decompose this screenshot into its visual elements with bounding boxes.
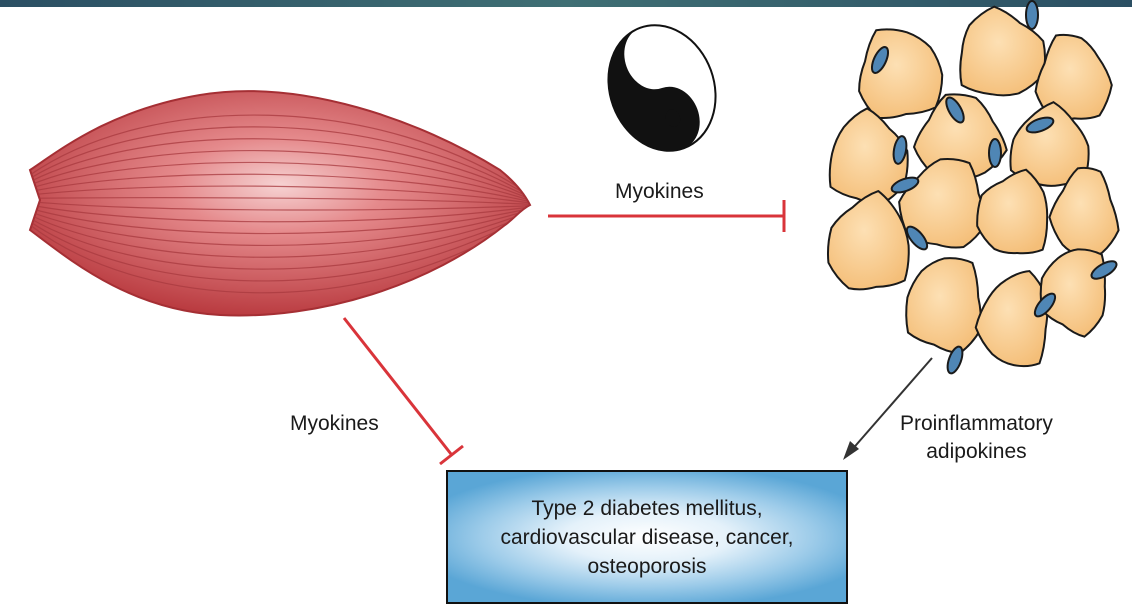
label-proinflammatory-line2: adipokines	[900, 438, 1053, 466]
label-myokines-top: Myokines	[615, 178, 704, 206]
disease-outcome-box: Type 2 diabetes mellitus, cardiovascular…	[446, 470, 848, 604]
inhibition-arrow-left	[344, 318, 463, 464]
adipocyte-nucleus	[989, 139, 1001, 167]
disease-outcome-text: Type 2 diabetes mellitus, cardiovascular…	[501, 494, 794, 581]
label-proinflammatory-line1: Proinflammatory	[900, 410, 1053, 438]
adipocyte-nucleus	[1026, 1, 1038, 29]
yin-yang-icon	[591, 10, 733, 166]
outcome-line-3: osteoporosis	[501, 552, 794, 581]
adipocyte-cell	[906, 258, 981, 353]
adipose-tissue-icon	[828, 1, 1119, 375]
outcome-line-2: cardiovascular disease, cancer,	[501, 523, 794, 552]
label-proinflammatory-adipokines: Proinflammatory adipokines	[900, 410, 1053, 466]
adipocyte-cell	[859, 29, 942, 118]
adipocyte-cell	[977, 170, 1047, 254]
label-myokines-left: Myokines	[290, 410, 379, 438]
adipocyte-cell	[828, 191, 909, 289]
adipocyte-cell	[976, 271, 1048, 366]
muscle-icon	[30, 91, 530, 315]
outcome-line-1: Type 2 diabetes mellitus,	[501, 494, 794, 523]
